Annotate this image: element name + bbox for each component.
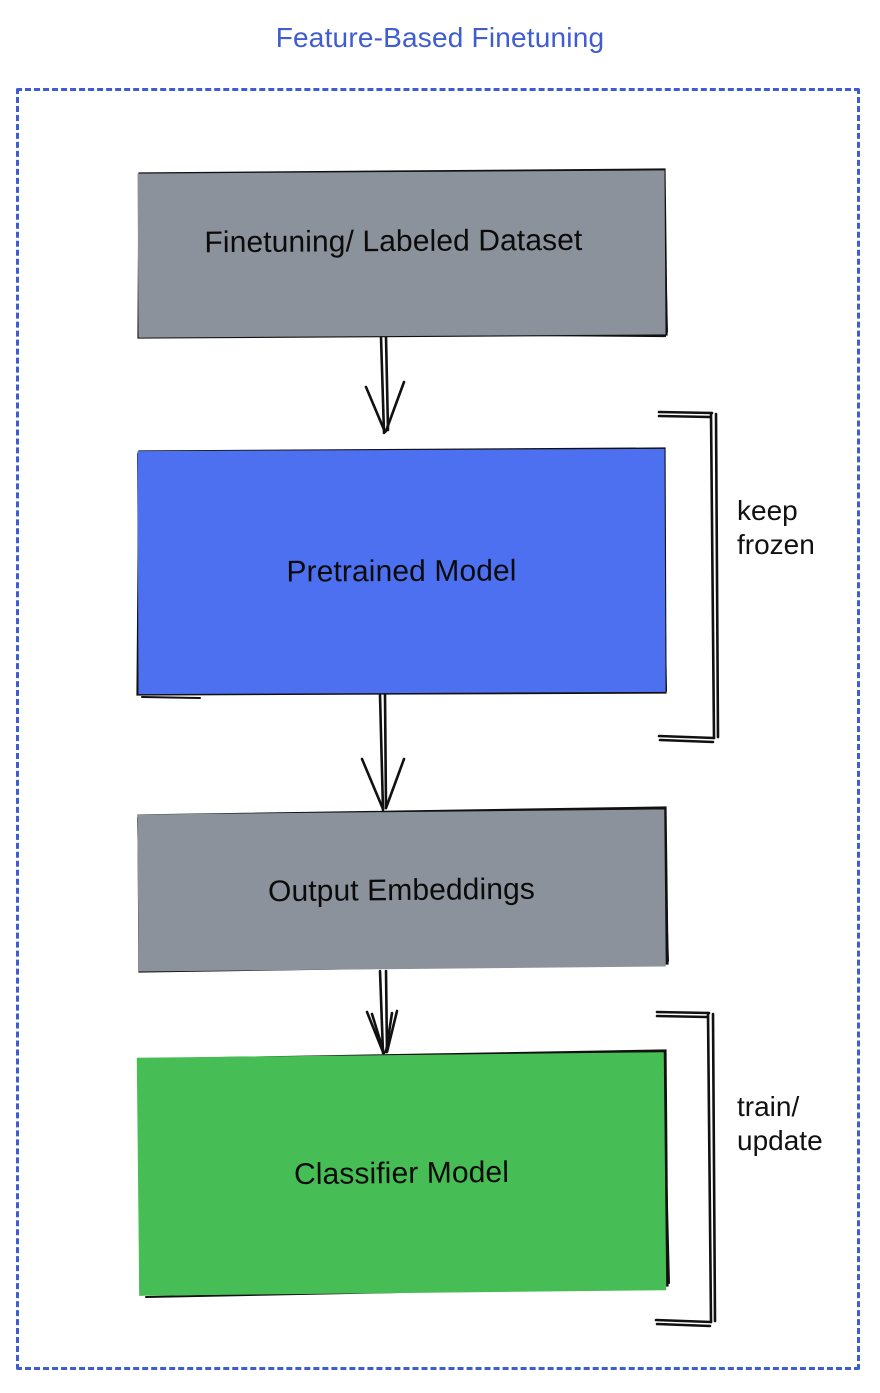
arrow-embeddings-to-classifier bbox=[365, 969, 399, 1055]
page-title: Feature-Based Finetuning bbox=[275, 22, 605, 53]
bracket-keep-frozen bbox=[657, 410, 720, 744]
node-pretrained-model[interactable]: Pretrained Model bbox=[137, 448, 666, 695]
node-label-embeddings: Output Embeddings bbox=[267, 872, 536, 908]
dashed-outer-frame bbox=[16, 88, 860, 1370]
arrow-dataset-to-pretrained bbox=[364, 335, 406, 435]
annotation-keep-frozen: keep frozen bbox=[737, 495, 815, 561]
node-label-pretrained: Pretrained Model bbox=[286, 553, 517, 589]
node-label-dataset: Finetuning/ Labeled Dataset bbox=[204, 223, 583, 260]
node-output-embeddings[interactable]: Output Embeddings bbox=[137, 809, 666, 972]
arrow-pretrained-to-embeddings bbox=[360, 693, 406, 812]
node-label-classifier: Classifier Model bbox=[293, 1155, 510, 1192]
node-finetuning-labeled-dataset[interactable]: Finetuning/ Labeled Dataset bbox=[137, 170, 666, 338]
bracket-train-update bbox=[654, 1010, 717, 1328]
annotation-train-update: train/ update bbox=[737, 1091, 823, 1157]
node-classifier-model[interactable]: Classifier Model bbox=[136, 1052, 667, 1296]
